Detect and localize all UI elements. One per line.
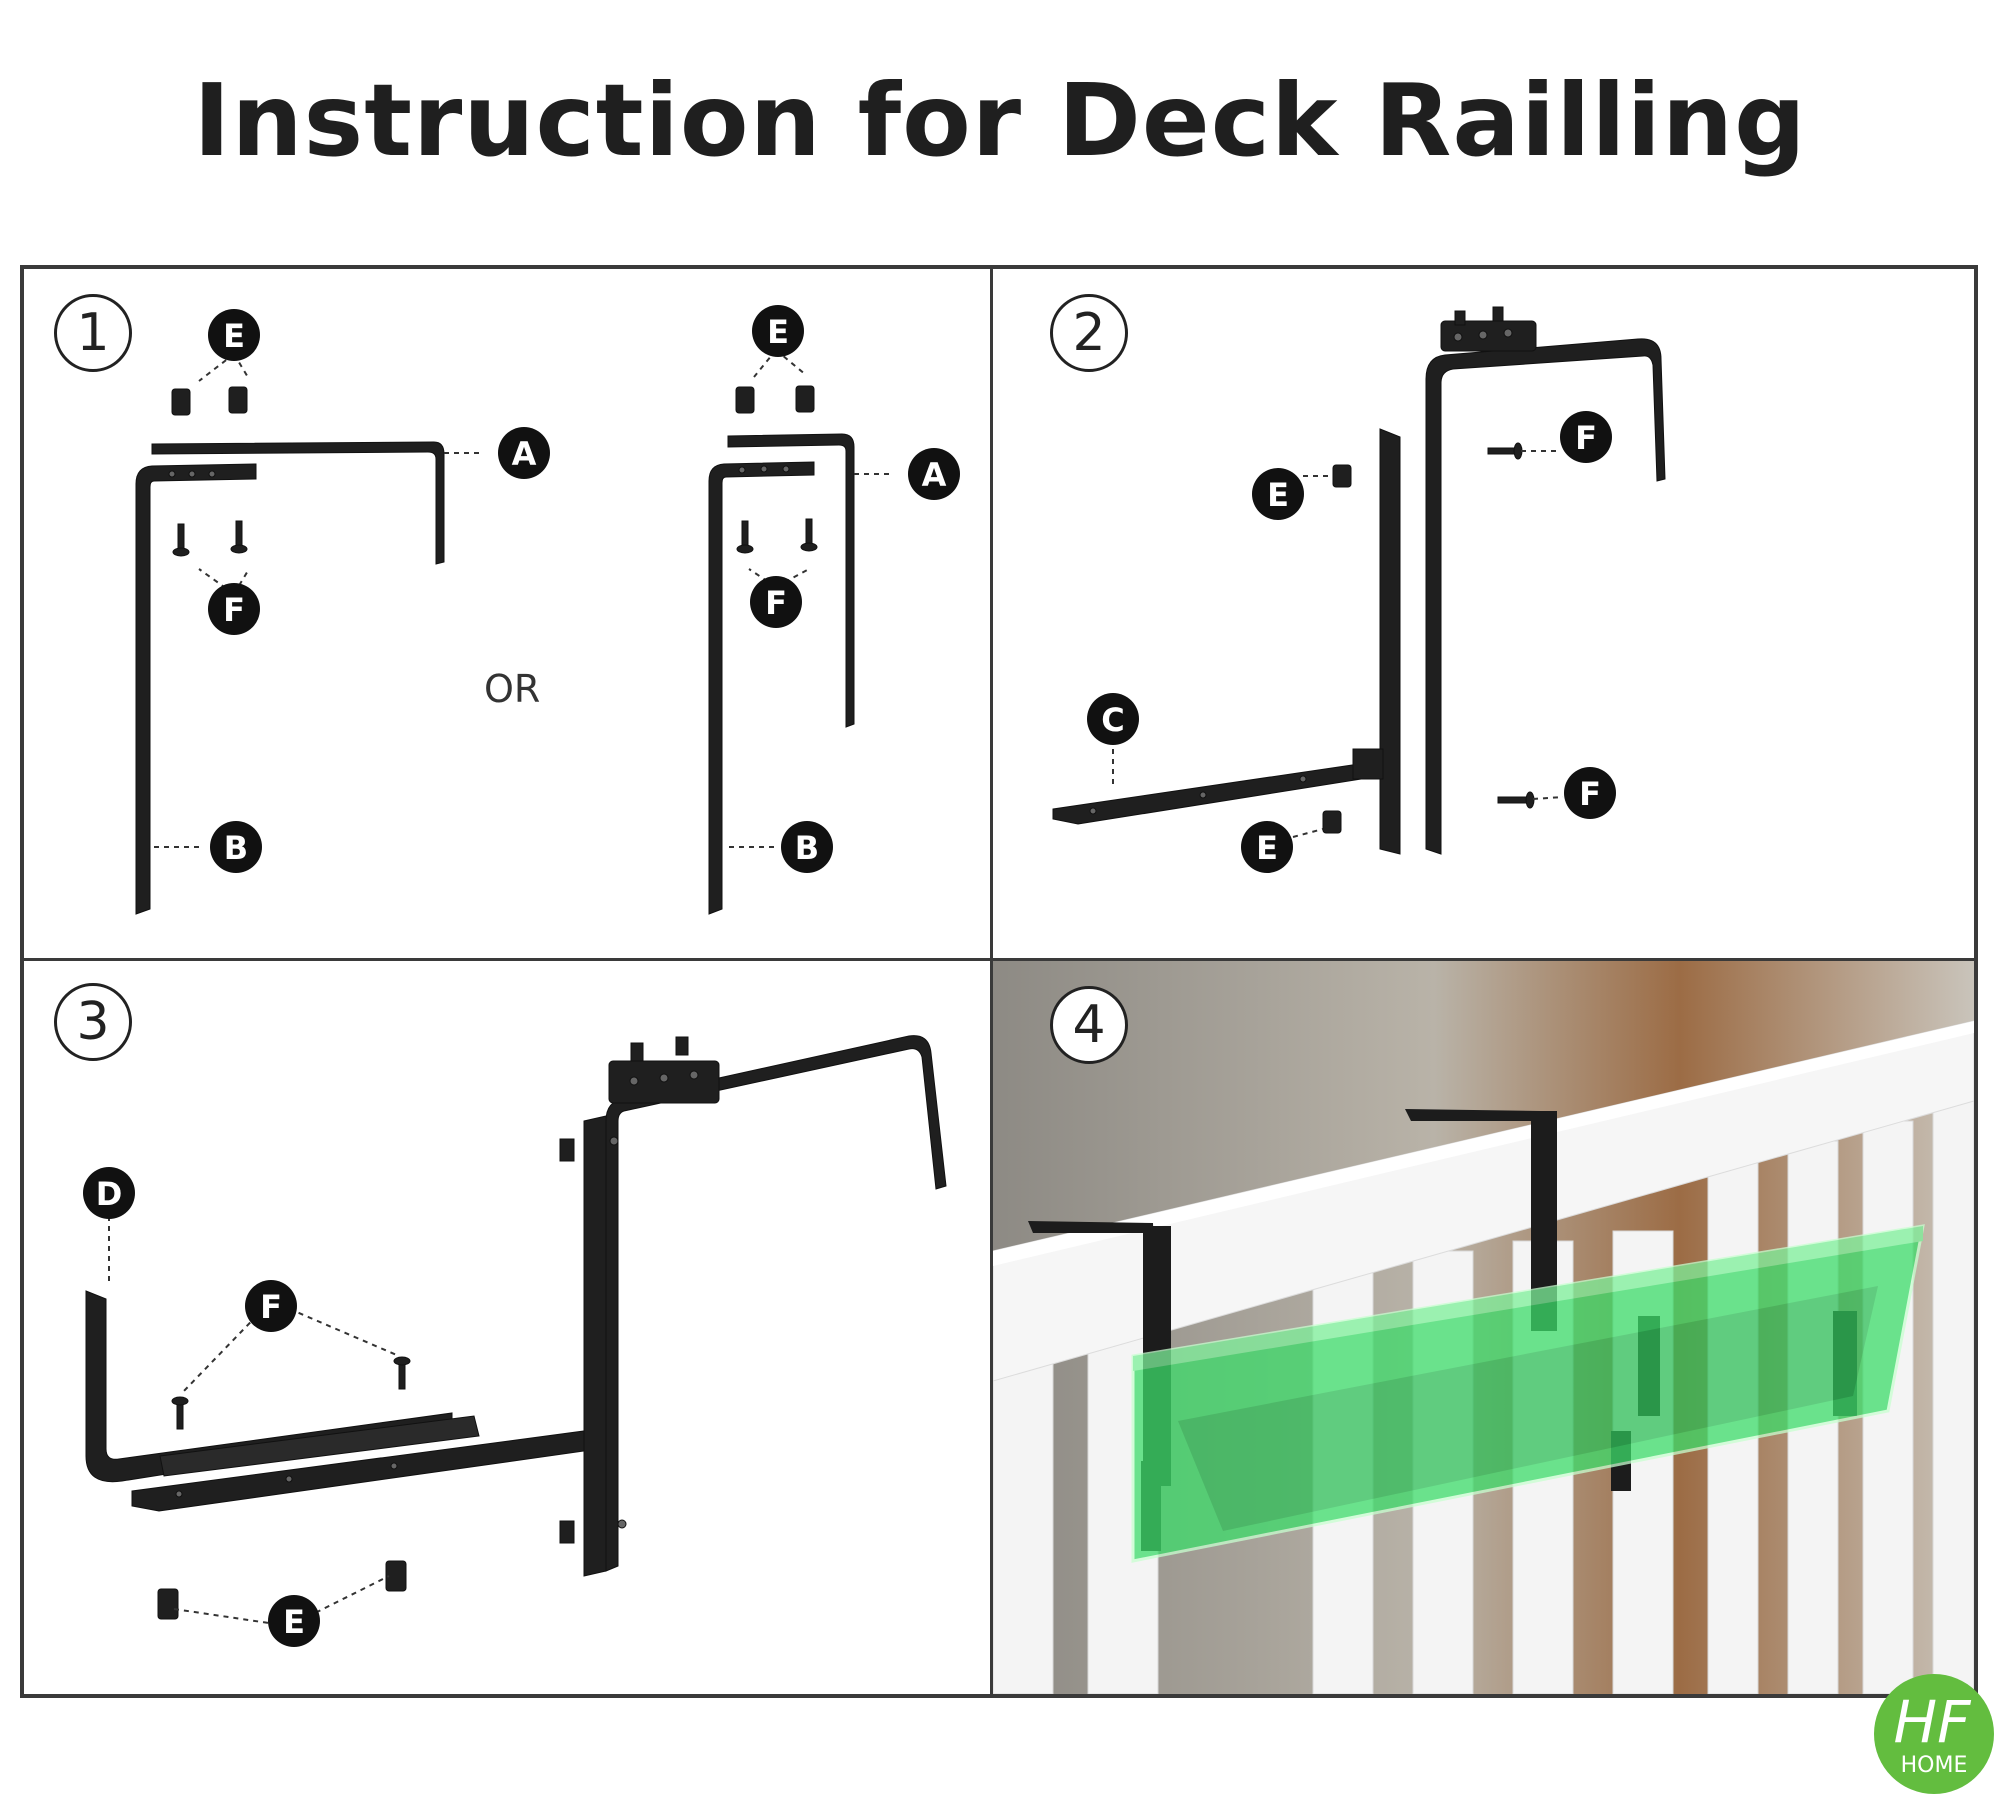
label-a: A bbox=[922, 456, 947, 494]
or-label: OR bbox=[484, 667, 541, 711]
label-f: F bbox=[765, 584, 787, 622]
spacer-e-left-1 bbox=[171, 388, 191, 416]
part-labels-step-3: D F E bbox=[83, 1167, 320, 1647]
bracket-hook-upright-3 bbox=[583, 1115, 607, 1577]
label-e: E bbox=[283, 1603, 305, 1641]
spacer-e-2 bbox=[1322, 810, 1342, 834]
step-1-panel: 1 OR bbox=[24, 269, 990, 958]
step-4-panel: 4 bbox=[993, 961, 1974, 1694]
bracket-b-right bbox=[708, 461, 815, 915]
label-e: E bbox=[1267, 476, 1289, 514]
screw-f-right-2 bbox=[805, 518, 813, 546]
bracket-c-upright bbox=[1379, 428, 1401, 855]
screw-f-right-1 bbox=[741, 520, 749, 548]
step-1-number: 1 bbox=[54, 294, 132, 372]
bracket-hook-top bbox=[605, 1035, 947, 1572]
label-f: F bbox=[260, 1288, 282, 1326]
screw-f-left-2 bbox=[235, 520, 243, 548]
label-c: C bbox=[1101, 701, 1124, 739]
grid-divider-horizontal bbox=[20, 958, 1978, 961]
bracket-a-right bbox=[727, 433, 855, 728]
page-title: Instruction for Deck Railling bbox=[193, 62, 1807, 179]
spacer-e-right-1 bbox=[735, 386, 755, 414]
label-f: F bbox=[1579, 775, 1601, 813]
label-e: E bbox=[223, 317, 245, 355]
label-e: E bbox=[1256, 829, 1278, 867]
spacer-e-2 bbox=[385, 1560, 407, 1592]
part-labels-step-1: E A F B E A F B bbox=[208, 305, 960, 873]
grid-divider-vertical bbox=[990, 265, 993, 1698]
logo-text: HF bbox=[1894, 1688, 1973, 1756]
label-f: F bbox=[223, 591, 245, 629]
step-3-panel: 3 bbox=[24, 961, 990, 1694]
step-1-diagram: E A F B E A F B bbox=[135, 305, 960, 915]
rail-bracket-right bbox=[1405, 1109, 1543, 1163]
screw-f-left-1 bbox=[177, 523, 185, 551]
spacer-e-right-2 bbox=[795, 385, 815, 413]
green-planter bbox=[1131, 1224, 1925, 1563]
step-4-illustration bbox=[993, 961, 1974, 1694]
step-3-diagram: D F E bbox=[83, 1035, 947, 1647]
screw-f-2 bbox=[1497, 796, 1531, 804]
bracket-a-left bbox=[151, 441, 445, 565]
label-a: A bbox=[512, 435, 537, 473]
step-2-number: 2 bbox=[1050, 294, 1128, 372]
top-rail bbox=[993, 1020, 1974, 1382]
logo-subtext: HOME bbox=[1901, 1753, 1968, 1778]
rail-bracket-left bbox=[1028, 1221, 1155, 1273]
label-d: D bbox=[96, 1175, 123, 1213]
step-3-number: 3 bbox=[54, 983, 132, 1061]
part-labels-step-2: E C E F F bbox=[1087, 411, 1616, 873]
bracket-hook-upright bbox=[1425, 338, 1666, 855]
step-4-number: 4 bbox=[1050, 986, 1128, 1064]
label-b: B bbox=[795, 829, 819, 867]
spacer-e-left-2 bbox=[228, 386, 248, 414]
spacer-e-1 bbox=[1332, 464, 1352, 488]
bracket-lower-arm bbox=[131, 1430, 585, 1512]
bracket-c bbox=[1052, 758, 1394, 825]
step-2-diagram: E C E F F bbox=[1052, 306, 1666, 873]
bracket-b-left bbox=[135, 463, 257, 915]
spacer-e-1 bbox=[157, 1588, 179, 1620]
label-f: F bbox=[1575, 419, 1597, 457]
label-e-circle bbox=[208, 309, 260, 361]
hf-home-logo: HF HOME bbox=[1874, 1674, 1994, 1794]
step-2-panel: 2 E bbox=[993, 269, 1974, 958]
instruction-grid bbox=[20, 265, 1978, 1698]
label-b: B bbox=[224, 829, 248, 867]
label-e: E bbox=[767, 313, 789, 351]
